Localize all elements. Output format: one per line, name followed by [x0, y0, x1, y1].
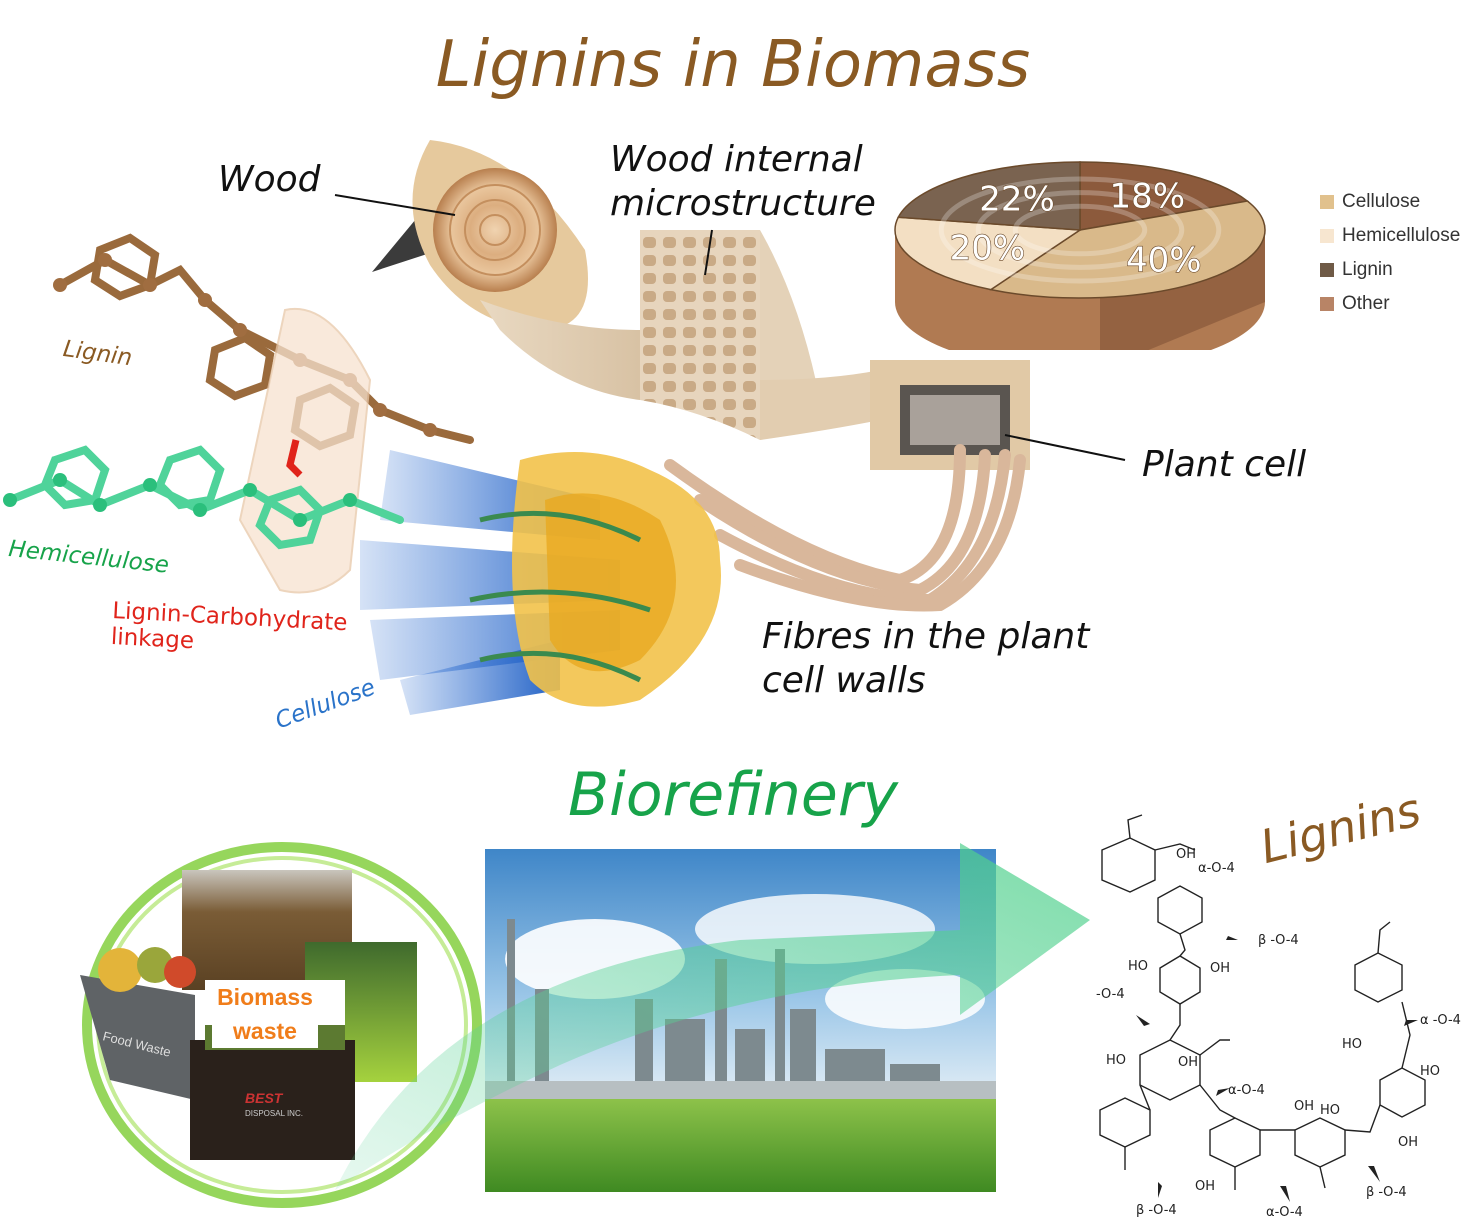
legend-swatch	[1320, 229, 1334, 243]
structure-bonds	[1099, 814, 1426, 1190]
honeycomb-block	[640, 230, 760, 440]
legend-label: Hemicellulose	[1342, 225, 1461, 246]
biorefinery-title: Biorefinery	[568, 760, 898, 830]
fibres	[664, 444, 1026, 612]
plant-cell-label: Plant cell	[1142, 444, 1307, 485]
pie-slice	[1079, 161, 1250, 231]
svg-text:β -O-4: β -O-4	[1136, 1203, 1177, 1218]
pie-slice	[897, 161, 1081, 231]
svg-text:HO: HO	[1128, 959, 1148, 974]
legend-item: Hemicellulose	[1320, 219, 1460, 253]
fibres-label: Fibres in the plant cell walls	[762, 616, 1090, 701]
svg-text:HO: HO	[1420, 1064, 1440, 1079]
legend-swatch	[1320, 195, 1334, 209]
dumpster-brand: BEST	[245, 1090, 284, 1106]
legend-label: Other	[1342, 293, 1390, 314]
log-cross-section	[433, 168, 557, 292]
wood-microstructure-label: Wood internal microstructure	[610, 139, 876, 224]
svg-text:OH: OH	[1195, 1179, 1215, 1194]
pie-labels: 18% 40% 20% 22%	[949, 176, 1202, 281]
svg-text:β -O-4: β -O-4	[1366, 1185, 1407, 1200]
ribbon	[480, 300, 640, 400]
svg-text:α-O-4: α-O-4	[1266, 1205, 1303, 1218]
pie-slice	[894, 216, 1083, 291]
biomass-waste-label: Biomass waste	[212, 980, 318, 1048]
food-bin	[80, 975, 195, 1100]
page-title: Lignins in Biomass	[435, 28, 1031, 102]
svg-text:OH: OH	[1294, 1099, 1314, 1114]
pie-slice-label: 18%	[1109, 177, 1185, 217]
structure-arrows	[1136, 936, 1418, 1202]
pie-slice-label: 40%	[1126, 241, 1202, 281]
pie-slice	[988, 200, 1266, 299]
svg-text:OH: OH	[1178, 1055, 1198, 1070]
legend-item: Lignin	[1320, 253, 1460, 287]
pie-top	[894, 161, 1266, 299]
dumpster-sub: DISPOSAL INC.	[245, 1109, 303, 1118]
pie-slice-label: 22%	[979, 180, 1055, 220]
biomass-illustration	[3, 140, 1126, 715]
svg-text:HO: HO	[1106, 1053, 1126, 1068]
linkage-plane	[238, 307, 372, 594]
lignin-structure: α-O-4 β -O-4 -O-4 α-O-4 α -O-4 β -O-4 β …	[1096, 814, 1461, 1218]
svg-text:OH: OH	[1176, 847, 1196, 862]
dumpster	[190, 1040, 355, 1160]
svg-text:α-O-4: α-O-4	[1198, 861, 1235, 876]
hemicellulose-strands	[469, 510, 651, 683]
svg-text:HO: HO	[1320, 1103, 1340, 1118]
legend-label: Cellulose	[1342, 191, 1421, 212]
legend-swatch	[1320, 297, 1334, 311]
linkage-bond	[286, 439, 303, 478]
svg-text:α -O-4: α -O-4	[1420, 1013, 1461, 1028]
legend-label: Lignin	[1342, 259, 1393, 280]
wood-label: Wood	[218, 159, 321, 200]
micro-pointer	[704, 229, 713, 276]
svg-text:OH: OH	[1210, 961, 1230, 976]
svg-text:α-O-4: α-O-4	[1228, 1083, 1265, 1098]
plant-cell-pointer	[1004, 434, 1126, 461]
svg-text:-O-4: -O-4	[1096, 987, 1125, 1002]
composition-pie: 18% 40% 20% 22%	[894, 161, 1266, 350]
structure-labels: α-O-4 β -O-4 -O-4 α-O-4 α -O-4 β -O-4 β …	[1096, 847, 1461, 1218]
legend-item: Other	[1320, 287, 1460, 321]
wood-pointer	[334, 194, 456, 216]
svg-text:HO: HO	[1342, 1037, 1362, 1052]
legend-swatch	[1320, 263, 1334, 277]
svg-text:OH: OH	[1398, 1135, 1418, 1150]
legend-item: Cellulose	[1320, 185, 1460, 219]
process-arrow	[335, 843, 1090, 1190]
pie-slice-label: 20%	[950, 228, 1026, 268]
svg-text:β -O-4: β -O-4	[1258, 933, 1299, 948]
